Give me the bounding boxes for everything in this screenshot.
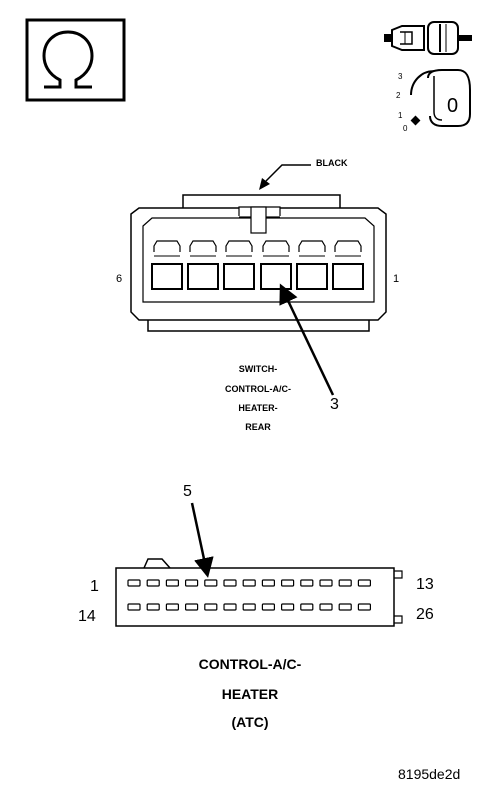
lower-connector bbox=[115, 502, 403, 627]
pin-label-bottom-left: 14 bbox=[78, 608, 96, 625]
upper-connector-desc-line-2: CONTROL-A/C- bbox=[225, 384, 291, 394]
connector-cavity bbox=[187, 240, 219, 290]
pin-label-top-left: 1 bbox=[90, 578, 99, 595]
pin-label-top-right: 13 bbox=[416, 576, 434, 593]
upper-connector-desc-line-3: HEATER- bbox=[238, 403, 278, 413]
connector-pin bbox=[223, 603, 237, 611]
ohm-meter-icon bbox=[25, 18, 126, 102]
connector-pin bbox=[185, 579, 199, 587]
connector-pin bbox=[357, 579, 371, 587]
connector-pin bbox=[204, 603, 218, 611]
ignition-position-1: 1 bbox=[398, 111, 403, 120]
connector-cavity bbox=[296, 240, 328, 290]
connector-pin bbox=[127, 603, 141, 611]
connector-pin bbox=[281, 579, 295, 587]
connector-pin bbox=[223, 579, 237, 587]
connector-pin bbox=[300, 603, 314, 611]
connector-pin bbox=[319, 579, 333, 587]
connector-pin bbox=[261, 603, 275, 611]
ignition-position-2: 2 bbox=[396, 91, 401, 100]
upper-connector-desc-line-4: REAR bbox=[245, 422, 271, 432]
lower-connector-title-line-2: HEATER bbox=[221, 686, 279, 702]
connector-pin bbox=[338, 579, 352, 587]
lower-connector-title-line-3: (ATC) bbox=[231, 714, 269, 730]
connector-pin bbox=[261, 579, 275, 587]
figure-id: 8195de2d bbox=[398, 766, 461, 782]
ignition-position-0: 0 bbox=[403, 124, 408, 133]
disconnect-connector-icon bbox=[384, 21, 472, 55]
ignition-key-value: 0 bbox=[447, 95, 458, 117]
connector-pin bbox=[242, 603, 256, 611]
connector-pin bbox=[319, 603, 333, 611]
lower-connector-callout: 5 bbox=[183, 483, 192, 500]
upper-connector bbox=[130, 164, 387, 396]
connector-pin bbox=[146, 603, 160, 611]
connector-pin bbox=[300, 579, 314, 587]
upper-connector-pin-right: 1 bbox=[393, 273, 400, 285]
connector-cavity bbox=[151, 240, 183, 290]
connector-cavity bbox=[223, 240, 255, 290]
lower-connector-title-line-1: CONTROL-A/C- bbox=[198, 656, 302, 672]
connector-pin bbox=[338, 603, 352, 611]
connector-pin bbox=[146, 579, 160, 587]
upper-connector-callout: 3 bbox=[330, 396, 339, 413]
connector-pin bbox=[242, 579, 256, 587]
connector-pin bbox=[204, 579, 218, 587]
connector-color-label: BLACK bbox=[316, 158, 348, 168]
connector-pin bbox=[357, 603, 371, 611]
connector-pin bbox=[185, 603, 199, 611]
connector-pin bbox=[165, 579, 179, 587]
pin-label-bottom-right: 26 bbox=[416, 606, 434, 623]
ignition-position-3: 3 bbox=[398, 72, 403, 81]
upper-connector-pin-left: 6 bbox=[116, 273, 123, 285]
connector-cavity bbox=[332, 240, 364, 290]
connector-pin bbox=[165, 603, 179, 611]
ignition-key-off-icon: 0 3 2 1 0 bbox=[396, 69, 471, 133]
upper-connector-desc-line-1: SWITCH- bbox=[238, 364, 278, 374]
connector-pin bbox=[281, 603, 295, 611]
connector-pin bbox=[127, 579, 141, 587]
